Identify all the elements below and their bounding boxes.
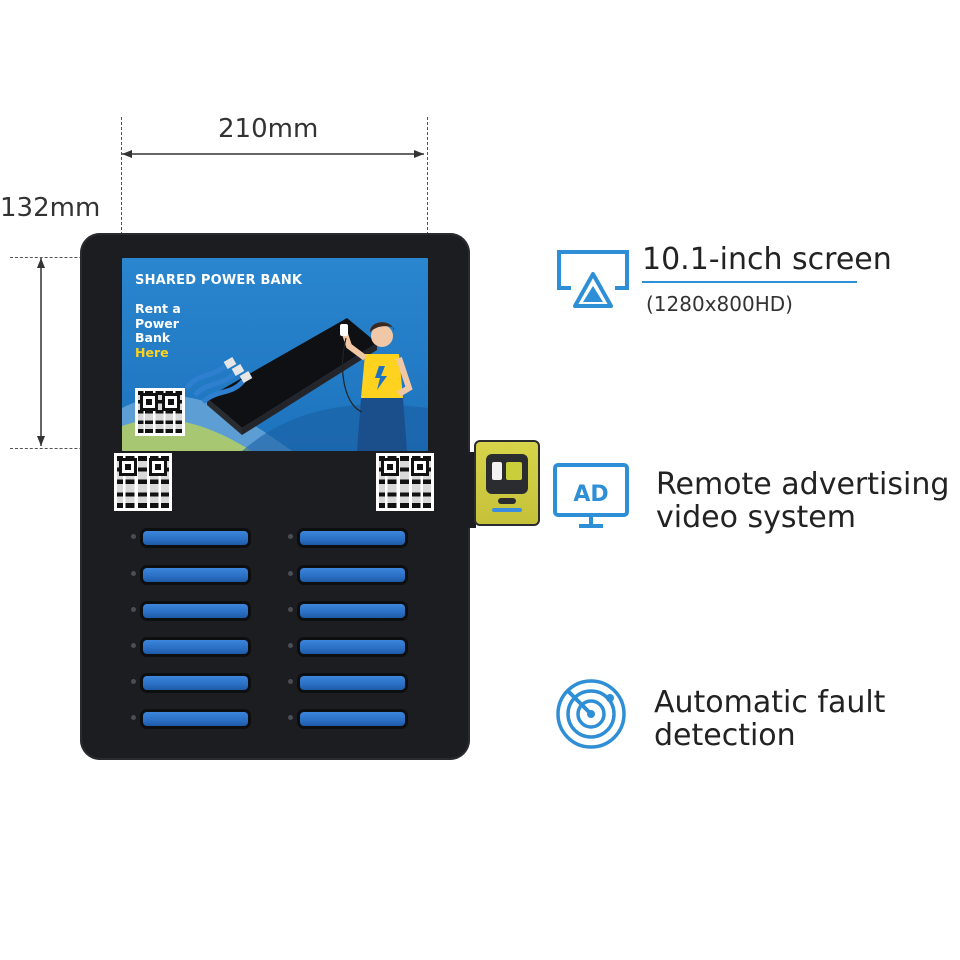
power-bank-slot[interactable]	[300, 568, 405, 582]
height-ext-line-bottom	[10, 448, 122, 449]
feature-fault-title: Automatic fault detection	[654, 686, 885, 752]
slot-led	[288, 643, 293, 648]
card-reader[interactable]	[474, 440, 540, 526]
slogan-line-1: Rent a	[135, 301, 181, 316]
power-bank-illustration	[184, 318, 377, 435]
power-bank-slot[interactable]	[143, 676, 248, 690]
power-bank-kiosk: SHARED POWER BANK Rent a Power Bank Here	[80, 233, 470, 760]
slogan-line-2: Power	[135, 315, 179, 331]
slogan-line-4: Here	[135, 344, 169, 360]
height-label: 132mm	[0, 193, 101, 223]
power-bank-slot[interactable]	[143, 640, 248, 654]
feature-screen-subtitle: (1280x800HD)	[646, 292, 793, 316]
feature-ad-title-line-2: video system	[656, 500, 856, 535]
card-reader-face-icon	[486, 454, 528, 512]
card-reader-mount	[462, 452, 476, 528]
slot-led	[288, 571, 293, 576]
height-ext-line-top	[10, 257, 122, 258]
feature-fault-title-line-2: detection	[654, 718, 796, 753]
power-bank-slot[interactable]	[143, 712, 248, 726]
ad-monitor-icon: AD	[553, 463, 629, 528]
slot-led	[131, 715, 136, 720]
feature-fault-title-line-1: Automatic fault	[654, 685, 886, 720]
power-bank-slot[interactable]	[300, 712, 405, 726]
slogan-line-3: Bank	[135, 330, 171, 345]
feature-ad-title-line-1: Remote advertising	[656, 467, 950, 502]
slot-led	[131, 607, 136, 612]
width-ext-line-left	[121, 117, 122, 235]
width-dimension-arrow	[122, 150, 424, 158]
ad-screen-slogan: Rent a Power Bank Here	[135, 301, 205, 360]
ad-screen-title: SHARED POWER BANK	[135, 273, 303, 288]
width-ext-line-right	[427, 117, 428, 235]
slot-led	[288, 607, 293, 612]
feature-ad-title: Remote advertising video system	[656, 468, 949, 534]
slot-led	[288, 679, 293, 684]
slot-led	[131, 534, 136, 539]
feature-screen-underline	[642, 281, 857, 283]
feature-screen-title: 10.1-inch screen	[642, 242, 892, 277]
power-bank-slot[interactable]	[300, 604, 405, 618]
slot-led	[288, 534, 293, 539]
slot-led	[288, 715, 293, 720]
power-bank-slot[interactable]	[143, 604, 248, 618]
kiosk-qr-code-right	[376, 453, 434, 511]
slot-led	[131, 643, 136, 648]
slot-led	[131, 679, 136, 684]
radar-icon	[556, 679, 626, 749]
power-bank-slot[interactable]	[300, 531, 405, 545]
kiosk-qr-code-left	[114, 453, 172, 511]
ad-screen-qr-code	[135, 388, 185, 436]
width-label: 210mm	[218, 114, 319, 144]
power-bank-slot[interactable]	[143, 531, 248, 545]
svg-text:AD: AD	[573, 482, 608, 507]
power-bank-slot[interactable]	[300, 676, 405, 690]
person-illustration	[340, 322, 413, 451]
ad-screen: SHARED POWER BANK Rent a Power Bank Here	[122, 258, 428, 451]
height-dimension-arrow	[37, 258, 45, 446]
power-bank-slot[interactable]	[143, 568, 248, 582]
power-bank-slot[interactable]	[300, 640, 405, 654]
screen-cast-icon	[557, 250, 629, 308]
slot-led	[131, 571, 136, 576]
